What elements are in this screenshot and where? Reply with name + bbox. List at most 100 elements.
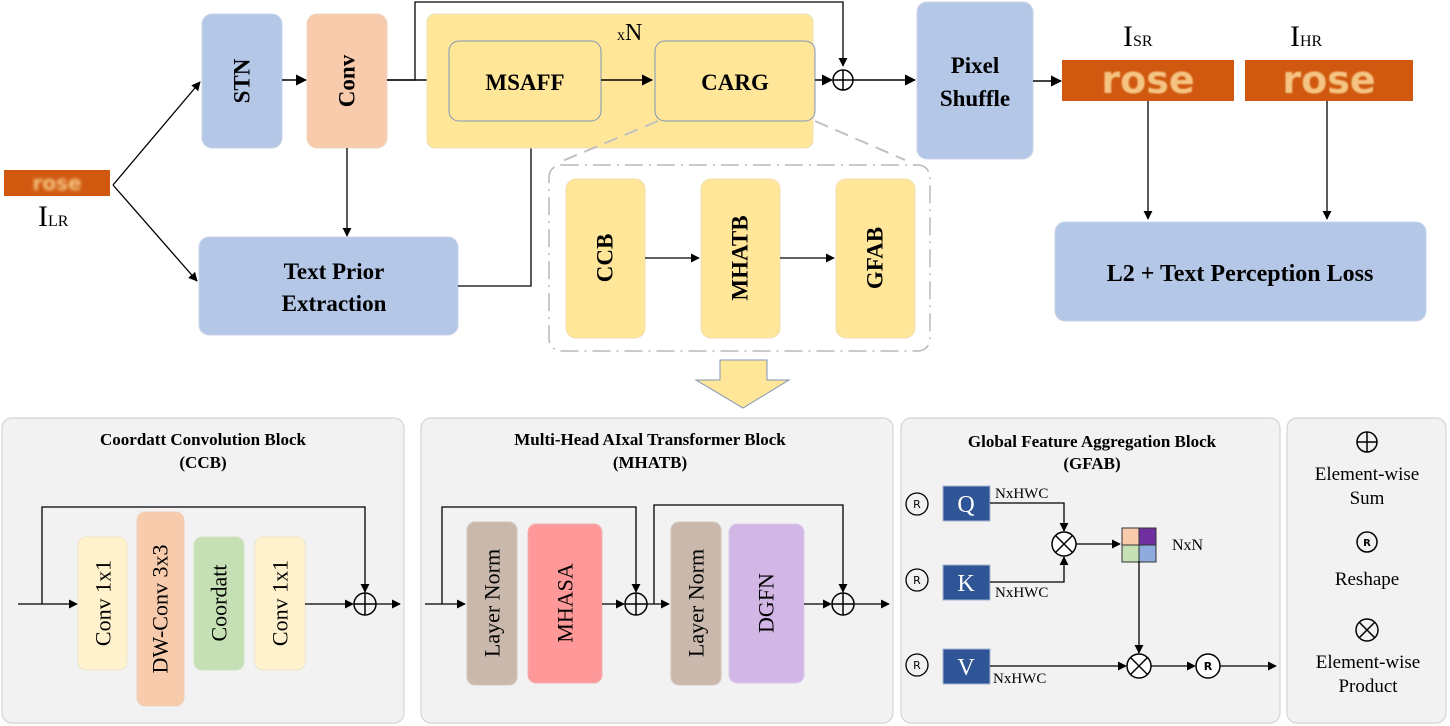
legend-reshape-label: Reshape <box>1335 569 1399 590</box>
gfab-panel <box>900 417 1281 724</box>
sr-label: ISR <box>1123 20 1153 53</box>
ccb-conv1x1-a: Conv 1x1 <box>77 536 128 671</box>
element-wise-sum-icon <box>831 592 855 616</box>
ccb-conv1x1-b: Conv 1x1 <box>254 536 306 671</box>
text-prior-line2: Extraction <box>282 291 387 316</box>
mhatb-title: Multi-Head AIxal Transformer Block <box>514 430 786 449</box>
ccb-title: Coordatt Convolution Block <box>100 430 306 449</box>
reshape-glyph: R <box>913 659 921 672</box>
query-dim-label: NxHWC <box>995 486 1048 502</box>
attention-matrix-cell <box>1138 544 1157 563</box>
mhatb-dgfn: DGFN <box>728 523 805 684</box>
reshape-icon: R <box>905 653 929 677</box>
loss-label: L2 + Text Perception Loss <box>1107 261 1374 287</box>
arrow-input-to-stn <box>112 81 201 186</box>
value-block: V <box>942 648 991 685</box>
gfab-subtitle: (GFAB) <box>1063 454 1120 473</box>
key-dim-label: NxHWC <box>995 585 1048 601</box>
value-label: V <box>957 655 975 681</box>
mhatb-mhasa: MHASA <box>527 523 603 684</box>
mhatb-mhasa-label: MHASA <box>553 563 578 643</box>
hr-image-word: rose <box>1282 58 1375 102</box>
lr-input-image: rose <box>4 170 110 196</box>
k-to-matmul-arrow <box>990 556 1069 583</box>
legend-reshape-icon: R <box>1356 531 1378 553</box>
mhatb-skip-2 <box>653 504 848 604</box>
mhatb-skip-1 <box>441 506 641 604</box>
loss-block: L2 + Text Perception Loss <box>1054 221 1427 322</box>
msaff-label: MSAFF <box>485 70 564 95</box>
value-dim-label: NxHWC <box>993 671 1046 687</box>
q-to-matmul-arrow <box>990 502 1069 532</box>
attention-matrix <box>1121 527 1157 563</box>
reshape-icon: R <box>905 568 929 592</box>
conv-label: Conv <box>335 54 360 107</box>
legend-panel <box>1286 417 1447 724</box>
element-wise-sum-icon <box>353 592 377 616</box>
legend-reshape-glyph: R <box>1363 538 1371 549</box>
text-prior-line1: Text Prior <box>284 259 385 284</box>
ccb-subtitle: (CCB) <box>179 453 226 472</box>
reshape-glyph: R <box>913 498 921 511</box>
hr-target-image: rose <box>1245 58 1413 102</box>
ccb-coordatt: Coordatt <box>193 536 245 671</box>
key-label: K <box>957 571 975 597</box>
ccb-mini-label: CCB <box>593 234 618 283</box>
legend-product-label-2: Product <box>1338 676 1398 697</box>
carg-label: CARG <box>701 70 769 95</box>
zoom-guide-left <box>559 120 659 163</box>
element-wise-sum-icon <box>832 69 854 91</box>
gfab-mini-block: GFAB <box>835 178 916 339</box>
attention-matrix-cell <box>1121 544 1140 563</box>
legend-sum-icon <box>1356 431 1378 453</box>
repeat-label: xN <box>617 20 642 46</box>
carg-expansion-frame <box>548 164 931 352</box>
mhatb-layernorm-a: Layer Norm <box>466 521 518 686</box>
legend-sum-label-2: Sum <box>1350 488 1385 509</box>
mhatb-layernorm-b: Layer Norm <box>670 521 722 686</box>
sr-output-image: rose <box>1062 58 1234 102</box>
attn-dim-label: NxN <box>1172 537 1204 554</box>
ccb-skip-connection <box>41 506 370 604</box>
ccb-conv1x1-a-label: Conv 1x1 <box>91 560 116 646</box>
stn-block: STN <box>201 13 283 149</box>
mhatb-layernorm-a-label: Layer Norm <box>480 549 505 657</box>
gfab-mini-label: GFAB <box>863 227 888 289</box>
mhatb-mini-block: MHATB <box>700 178 781 339</box>
legend-product-label-1: Element-wise <box>1316 652 1420 673</box>
conv-block: Conv <box>306 13 388 149</box>
pixel-shuffle-line2: Shuffle <box>940 86 1010 111</box>
mhatb-subtitle: (MHATB) <box>613 453 687 472</box>
mhatb-mini-label: MHATB <box>728 215 753 300</box>
lr-image-word: rose <box>32 171 81 195</box>
ccb-conv1x1-b-label: Conv 1x1 <box>268 560 293 646</box>
ccb-dwconv3x3: DW-Conv 3x3 <box>136 511 185 707</box>
query-label: Q <box>957 492 974 518</box>
lr-label: ILR <box>38 200 69 233</box>
pixel-shuffle-block: Pixel Shuffle <box>916 1 1034 160</box>
zoom-guide-right <box>814 120 906 161</box>
mhatb-dgfn-label: DGFN <box>754 573 779 633</box>
gfab-title: Global Feature Aggregation Block <box>968 432 1217 451</box>
text-prior-extraction-block: Text Prior Extraction <box>198 236 459 336</box>
reshape-icon: R <box>905 492 929 516</box>
stn-label: STN <box>230 58 255 103</box>
reshape-icon: R <box>1195 653 1221 679</box>
mhatb-layernorm-b-label: Layer Norm <box>684 549 709 657</box>
sr-image-word: rose <box>1101 58 1194 102</box>
element-wise-sum-icon <box>624 592 648 616</box>
attention-matrix-cell <box>1138 527 1157 546</box>
arrow-input-to-text-prior <box>112 184 198 282</box>
carg-block: CARG <box>654 40 816 122</box>
reshape-glyph: R <box>913 574 921 587</box>
legend-sum-label-1: Element-wise <box>1315 464 1419 485</box>
element-wise-product-icon <box>1126 653 1152 679</box>
attention-matrix-cell <box>1121 527 1140 546</box>
arrow-text-prior-to-msaff <box>458 122 536 287</box>
reshape-glyph: R <box>1204 660 1213 673</box>
ccb-coordatt-label: Coordatt <box>207 565 232 642</box>
hr-label: IHR <box>1290 20 1323 53</box>
ccb-mini-block: CCB <box>565 178 646 339</box>
element-wise-product-icon <box>1051 531 1077 557</box>
